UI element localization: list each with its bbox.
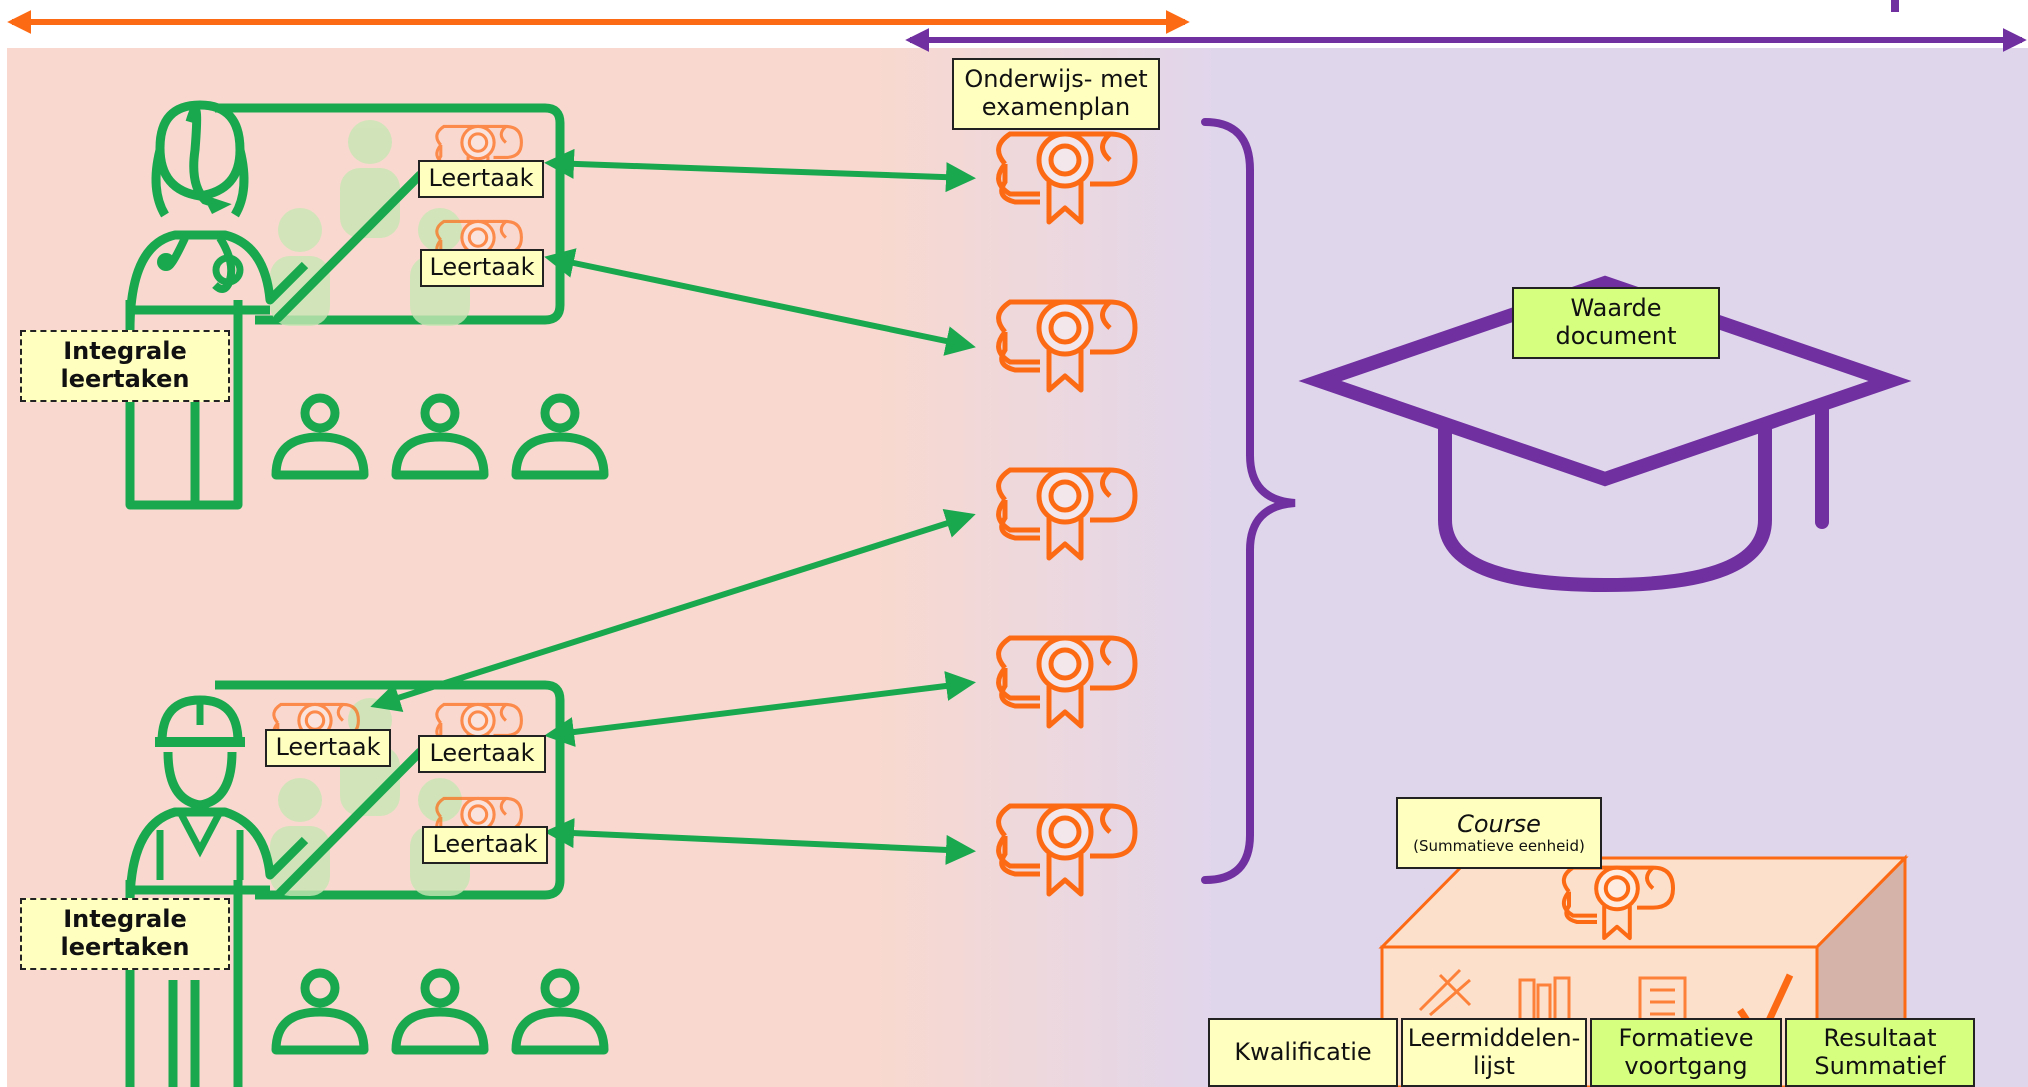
onderwijs-line2: examenplan — [981, 93, 1131, 121]
leertaak-text: Leertaak — [429, 739, 535, 768]
resultaat-summatief-label: Resultaat Summatief — [1785, 1018, 1975, 1087]
onderwijs-line1: Onderwijs- met — [964, 65, 1148, 94]
green-arrows — [370, 148, 976, 865]
formatieve-line2: voortgang — [1624, 1051, 1748, 1080]
integrale-line1: Integrale — [63, 337, 187, 366]
course-label: Course (Summatieve eenheid) — [1396, 797, 1602, 869]
leertaak-label: Leertaak — [265, 729, 391, 767]
leertaak-label: Leertaak — [418, 160, 544, 198]
leertaak-label: Leertaak — [418, 735, 546, 773]
purple-tick — [1891, 0, 1899, 12]
leermiddelen-line1: Leermiddelen- — [1407, 1023, 1581, 1052]
onderwijs-examenplan-label: Onderwijs- met examenplan — [952, 58, 1160, 130]
formatieve-voortgang-label: Formatieve voortgang — [1590, 1018, 1782, 1087]
kwalificatie-text: Kwalificatie — [1234, 1037, 1372, 1066]
leertaak-text: Leertaak — [432, 830, 538, 859]
resultaat-line2: Summatief — [1814, 1051, 1946, 1080]
graduation-cap-icon — [1298, 275, 1912, 593]
course-title: Course — [1457, 809, 1541, 838]
leertaak-text: Leertaak — [428, 164, 534, 193]
waarde-line1: Waarde — [1570, 294, 1662, 323]
curly-brace — [1201, 118, 1296, 884]
integrale-line1: Integrale — [63, 905, 187, 934]
leertaak-label: Leertaak — [420, 249, 544, 287]
resultaat-line1: Resultaat — [1823, 1023, 1937, 1052]
formatieve-line1: Formatieve — [1618, 1023, 1754, 1052]
leertaak-text: Leertaak — [429, 253, 535, 282]
integrale-line2: leertaken — [60, 933, 190, 961]
leertaak-text: Leertaak — [275, 733, 381, 762]
course-subtitle: (Summatieve eenheid) — [1413, 837, 1585, 856]
waarde-document-label: Waarde document — [1512, 287, 1720, 359]
integrale-leertaken-label: Integrale leertaken — [20, 330, 230, 402]
waarde-line2: document — [1555, 322, 1677, 350]
integrale-line2: leertaken — [60, 365, 190, 393]
kwalificatie-label: Kwalificatie — [1208, 1018, 1398, 1087]
leermiddelen-line2: lijst — [1473, 1051, 1515, 1080]
teacher-icon — [125, 100, 565, 510]
leermiddelenlijst-label: Leermiddelen- lijst — [1401, 1018, 1587, 1087]
leertaak-label: Leertaak — [422, 826, 548, 864]
integrale-leertaken-label: Integrale leertaken — [20, 898, 230, 970]
